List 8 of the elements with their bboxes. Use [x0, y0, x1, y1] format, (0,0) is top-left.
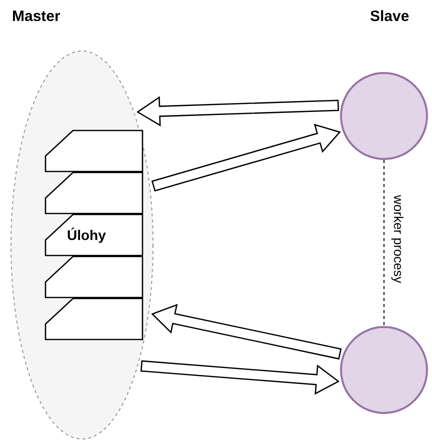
- hollow-arrow: [151, 304, 342, 360]
- card-label: Úlohy: [67, 227, 106, 243]
- edge-label: worker procesy: [391, 195, 406, 284]
- hollow-arrow: [151, 124, 341, 192]
- hollow-arrow: [140, 360, 340, 395]
- column-heading: Master: [12, 8, 60, 25]
- column-heading: Slave: [370, 8, 410, 25]
- hollow-arrow: [136, 96, 340, 126]
